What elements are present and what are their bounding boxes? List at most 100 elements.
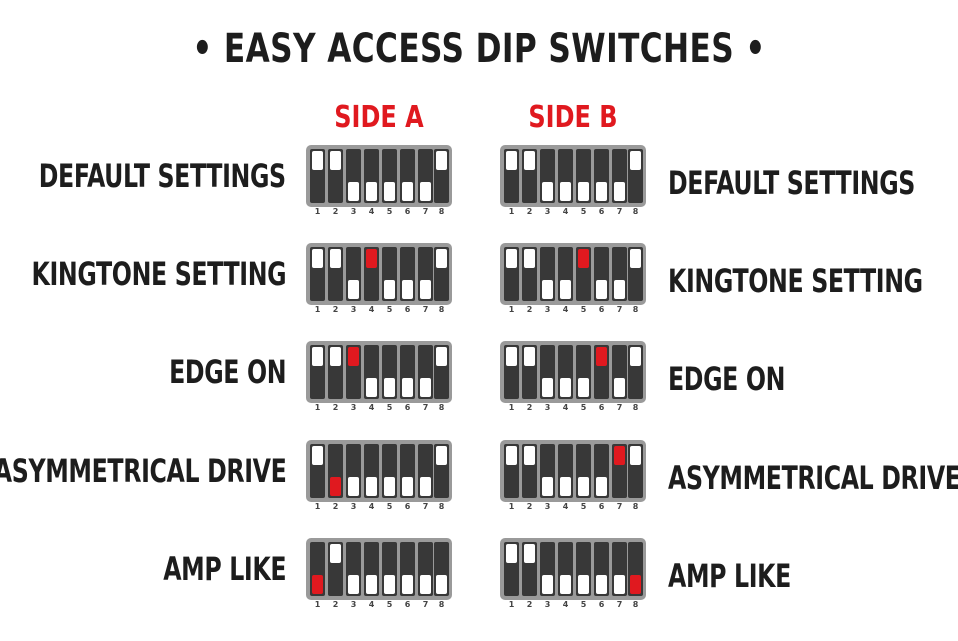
switch-knob-on[interactable] — [524, 544, 535, 563]
switch-knob-off-highlighted[interactable] — [330, 477, 341, 496]
switch-slot-4[interactable] — [558, 149, 573, 203]
switch-slot-7[interactable] — [612, 345, 627, 399]
switch-knob-off[interactable] — [348, 575, 359, 594]
switch-slot-5[interactable] — [382, 444, 397, 498]
switch-slot-8[interactable] — [628, 149, 643, 203]
switch-slot-6[interactable] — [594, 345, 609, 399]
switch-slot-5[interactable] — [576, 149, 591, 203]
switch-knob-off[interactable] — [542, 182, 553, 201]
switch-knob-off[interactable] — [384, 280, 395, 299]
switch-knob-off[interactable] — [560, 575, 571, 594]
switch-knob-on[interactable] — [630, 347, 641, 366]
switch-knob-on[interactable] — [330, 544, 341, 563]
switch-knob-off[interactable] — [614, 280, 625, 299]
switch-slot-6[interactable] — [594, 444, 609, 498]
switch-slot-8[interactable] — [434, 247, 449, 301]
switch-knob-off[interactable] — [420, 378, 431, 397]
switch-knob-off[interactable] — [366, 182, 377, 201]
switch-knob-off[interactable] — [614, 575, 625, 594]
switch-slot-8[interactable] — [628, 247, 643, 301]
switch-knob-on[interactable] — [630, 151, 641, 170]
switch-slot-4[interactable] — [364, 444, 379, 498]
switch-knob-on[interactable] — [436, 151, 447, 170]
switch-slot-2[interactable] — [328, 444, 343, 498]
switch-knob-off[interactable] — [614, 182, 625, 201]
switch-slot-4[interactable] — [558, 247, 573, 301]
switch-knob-off[interactable] — [578, 378, 589, 397]
switch-knob-on[interactable] — [436, 446, 447, 465]
switch-knob-off[interactable] — [384, 575, 395, 594]
switch-slot-3[interactable] — [540, 542, 555, 596]
switch-slot-5[interactable] — [382, 149, 397, 203]
switch-slot-6[interactable] — [594, 542, 609, 596]
switch-knob-off[interactable] — [420, 280, 431, 299]
switch-slot-5[interactable] — [382, 247, 397, 301]
switch-knob-off[interactable] — [560, 280, 571, 299]
switch-knob-on[interactable] — [330, 151, 341, 170]
switch-slot-7[interactable] — [418, 542, 433, 596]
switch-knob-off[interactable] — [578, 182, 589, 201]
switch-slot-8[interactable] — [628, 542, 643, 596]
switch-slot-1[interactable] — [310, 149, 325, 203]
switch-slot-8[interactable] — [628, 444, 643, 498]
switch-slot-2[interactable] — [522, 444, 537, 498]
switch-knob-off[interactable] — [384, 182, 395, 201]
switch-knob-on[interactable] — [630, 249, 641, 268]
switch-knob-off[interactable] — [402, 477, 413, 496]
switch-slot-1[interactable] — [310, 345, 325, 399]
switch-knob-off[interactable] — [542, 378, 553, 397]
switch-slot-3[interactable] — [540, 149, 555, 203]
switch-knob-off[interactable] — [596, 477, 607, 496]
switch-slot-8[interactable] — [434, 542, 449, 596]
switch-slot-6[interactable] — [400, 444, 415, 498]
switch-knob-off-highlighted[interactable] — [312, 575, 323, 594]
switch-knob-off[interactable] — [596, 182, 607, 201]
switch-knob-on[interactable] — [330, 347, 341, 366]
switch-knob-off[interactable] — [402, 280, 413, 299]
switch-slot-4[interactable] — [558, 542, 573, 596]
switch-slot-8[interactable] — [434, 444, 449, 498]
switch-knob-off[interactable] — [420, 182, 431, 201]
switch-knob-off[interactable] — [348, 280, 359, 299]
switch-knob-off[interactable] — [596, 575, 607, 594]
switch-slot-4[interactable] — [364, 345, 379, 399]
switch-knob-on[interactable] — [312, 446, 323, 465]
switch-slot-2[interactable] — [522, 149, 537, 203]
switch-slot-2[interactable] — [522, 247, 537, 301]
switch-slot-1[interactable] — [310, 247, 325, 301]
switch-knob-off-highlighted[interactable] — [630, 575, 641, 594]
switch-slot-5[interactable] — [576, 247, 591, 301]
switch-knob-off[interactable] — [384, 477, 395, 496]
switch-knob-off[interactable] — [436, 575, 447, 594]
switch-knob-on-highlighted[interactable] — [578, 249, 589, 268]
switch-knob-on[interactable] — [436, 249, 447, 268]
switch-slot-8[interactable] — [628, 345, 643, 399]
switch-slot-1[interactable] — [504, 345, 519, 399]
switch-slot-7[interactable] — [418, 149, 433, 203]
switch-slot-5[interactable] — [576, 444, 591, 498]
switch-slot-6[interactable] — [594, 247, 609, 301]
switch-slot-6[interactable] — [594, 149, 609, 203]
switch-slot-5[interactable] — [576, 345, 591, 399]
switch-knob-off[interactable] — [366, 575, 377, 594]
switch-slot-8[interactable] — [434, 149, 449, 203]
switch-slot-5[interactable] — [382, 542, 397, 596]
switch-slot-1[interactable] — [504, 247, 519, 301]
switch-knob-on[interactable] — [436, 347, 447, 366]
switch-knob-on[interactable] — [312, 347, 323, 366]
switch-slot-8[interactable] — [434, 345, 449, 399]
switch-knob-off[interactable] — [542, 477, 553, 496]
switch-knob-off[interactable] — [542, 575, 553, 594]
switch-slot-3[interactable] — [540, 345, 555, 399]
switch-slot-2[interactable] — [328, 149, 343, 203]
switch-slot-6[interactable] — [400, 247, 415, 301]
switch-slot-3[interactable] — [346, 149, 361, 203]
switch-knob-on[interactable] — [506, 249, 517, 268]
switch-slot-2[interactable] — [328, 345, 343, 399]
switch-slot-5[interactable] — [576, 542, 591, 596]
switch-slot-7[interactable] — [418, 444, 433, 498]
switch-slot-3[interactable] — [540, 247, 555, 301]
switch-knob-off[interactable] — [560, 378, 571, 397]
switch-knob-on[interactable] — [312, 151, 323, 170]
switch-slot-6[interactable] — [400, 542, 415, 596]
